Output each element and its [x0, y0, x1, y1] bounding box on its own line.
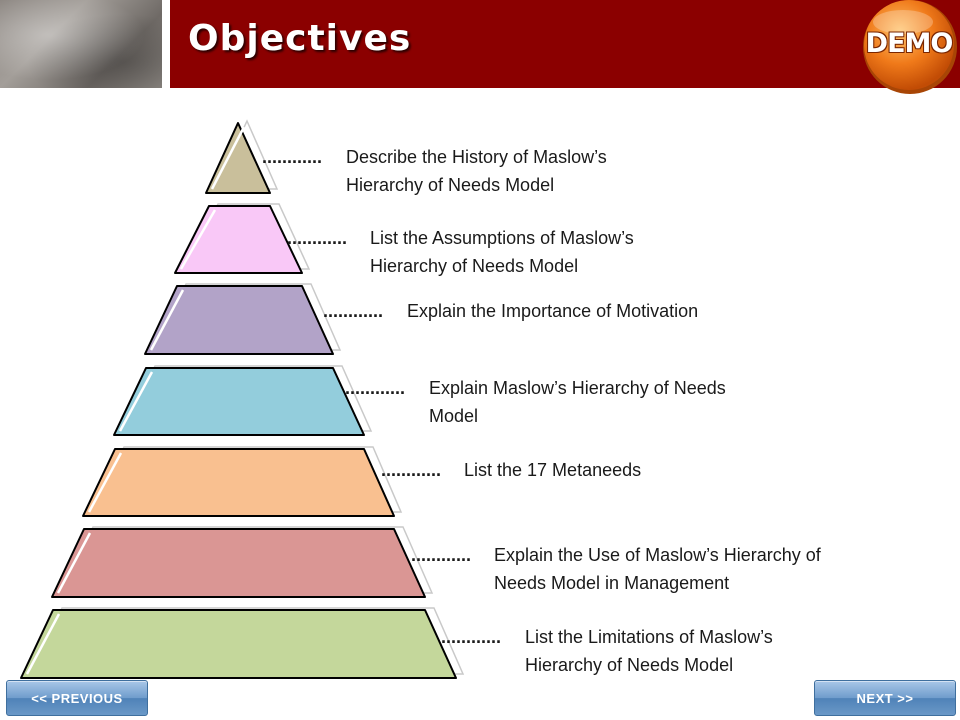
pyramid-tier-fill: [82, 448, 395, 517]
pyramid-connector: ............: [441, 627, 502, 647]
pyramid-label-1-line-2: Hierarchy of Needs Model: [346, 175, 555, 195]
pyramid-tier-highlight: [179, 209, 217, 270]
pyramid-tier-5: [82, 446, 403, 517]
pyramid-tier-highlight: [87, 452, 123, 513]
pyramid-tier-fill: [174, 205, 303, 274]
pyramid-tier-fill: [113, 367, 365, 436]
pyramid-tier-fill: [144, 285, 334, 355]
pyramid-tier-1: [205, 119, 279, 194]
pyramid-connector: ............: [381, 460, 442, 480]
pyramid-tier-highlight: [118, 371, 154, 432]
pyramid-label-6-line-2: Needs Model in Management: [494, 573, 730, 593]
pyramid-tier-6: [51, 526, 434, 598]
page-title: Objectives: [188, 18, 412, 59]
pyramid-label-4-line-1: Explain Maslow’s Hierarchy of Needs: [429, 378, 726, 398]
pyramid-tier-4: [113, 365, 373, 436]
pyramid-tier-fill: [20, 609, 457, 679]
pyramid-tier-2: [174, 203, 311, 274]
pyramid-label-7-line-1: List the Limitations of Maslow’s: [525, 627, 773, 647]
pyramid-label-4-line-2: Model: [429, 406, 479, 426]
pyramid-label-2-line-2: Hierarchy of Needs Model: [370, 256, 579, 276]
pyramid-tier-3: [144, 283, 342, 355]
demo-badge: DEMO: [858, 0, 960, 98]
pyramid-connector: ............: [411, 545, 472, 565]
header-texture-image: [0, 0, 162, 88]
pyramid-tier-fill: [205, 122, 271, 194]
pyramid-label-7-line-2: Hierarchy of Needs Model: [525, 655, 734, 675]
pyramid-connector: ............: [345, 378, 406, 398]
next-button[interactable]: NEXT >>: [814, 680, 956, 716]
pyramid-label-3-line-1: Explain the Importance of Motivation: [407, 301, 699, 321]
pyramid-tier-highlight: [210, 126, 246, 190]
pyramid-label-5-line-1: List the 17 Metaneeds: [464, 460, 642, 480]
pyramid-label-1-line-1: Describe the History of Maslow’s: [346, 147, 607, 167]
pyramid-label-2-line-1: List the Assumptions of Maslow’s: [370, 228, 634, 248]
pyramid-tier-fill: [51, 528, 426, 598]
pyramid-tier-7: [20, 607, 465, 679]
pyramid-connector: ............: [323, 301, 384, 321]
pyramid-connector: ............: [262, 147, 323, 167]
pyramid-connector: ............: [287, 228, 348, 248]
demo-badge-text: DEMO: [865, 28, 954, 59]
title-bar: Objectives: [170, 0, 960, 88]
pyramid-tier-highlight: [56, 532, 92, 594]
previous-button[interactable]: << PREVIOUS: [6, 680, 148, 716]
pyramid-tier-highlight: [25, 613, 61, 675]
pyramid-tier-highlight: [149, 289, 185, 351]
pyramid-label-6-line-1: Explain the Use of Maslow’s Hierarchy of: [494, 545, 821, 565]
